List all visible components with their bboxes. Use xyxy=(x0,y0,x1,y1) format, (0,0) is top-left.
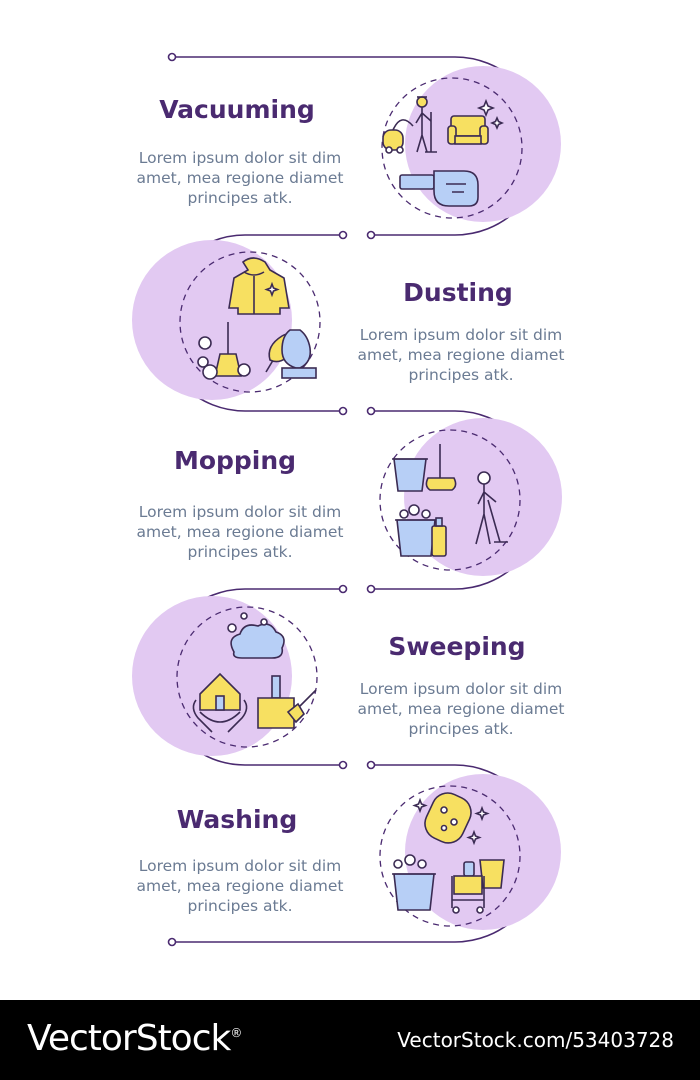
bucket-mop-icon xyxy=(392,444,457,492)
step-title-sweeping: Sweeping xyxy=(388,632,526,661)
brand-name: VectorStock xyxy=(27,1018,231,1059)
watermark-bar: VectorStock® VectorStock.com/53403728 xyxy=(0,1000,700,1080)
sparkling-armchair-icon xyxy=(447,98,505,145)
description-line: Lorem ipsum dolor sit dim xyxy=(138,503,342,521)
person-mopping-icon xyxy=(475,471,508,545)
description-line: Lorem ipsum dolor sit dim xyxy=(359,680,563,698)
sparkling-jacket-icon xyxy=(228,257,290,315)
soapy-bucket-icon xyxy=(392,854,436,911)
soapy-bucket-icon xyxy=(395,504,447,557)
brand-trademark: ® xyxy=(230,1026,242,1040)
handheld-vacuum-icon xyxy=(399,170,479,207)
step-title-washing: Washing xyxy=(176,805,298,834)
step-description-washing: Lorem ipsum dolor sit dim amet, mea regi… xyxy=(120,856,360,916)
vacuum-cleaner-icon xyxy=(382,119,414,154)
step-description-sweeping: Lorem ipsum dolor sit dim amet, mea regi… xyxy=(341,679,581,739)
dustpan-brush-icon xyxy=(257,675,317,729)
dust-cloud-icon xyxy=(227,612,285,659)
description-line: amet, mea regione diamet xyxy=(357,700,565,718)
step-4-illustration xyxy=(132,596,318,756)
broom-dust-icon xyxy=(197,322,251,380)
step-description-vacuuming: Lorem ipsum dolor sit dim amet, mea regi… xyxy=(120,148,360,208)
brand-logo: VectorStock® xyxy=(27,1018,242,1059)
sparkling-sponge-icon xyxy=(412,792,490,846)
step-description-dusting: Lorem ipsum dolor sit dim amet, mea regi… xyxy=(341,325,581,385)
description-line: Lorem ipsum dolor sit dim xyxy=(138,857,342,875)
description-line: Lorem ipsum dolor sit dim xyxy=(138,149,342,167)
description-line: principes atk. xyxy=(187,543,293,561)
step-2-illustration xyxy=(132,240,321,400)
description-line: amet, mea regione diamet xyxy=(136,523,344,541)
step-title-mopping: Mopping xyxy=(173,446,297,475)
description-line: principes atk. xyxy=(408,366,514,384)
description-line: amet, mea regione diamet xyxy=(357,346,565,364)
cleaning-cart-icon xyxy=(451,859,505,914)
description-line: principes atk. xyxy=(187,897,293,915)
description-line: principes atk. xyxy=(187,189,293,207)
step-1-illustration xyxy=(381,66,561,222)
description-line: principes atk. xyxy=(408,720,514,738)
step-5-illustration xyxy=(379,774,561,930)
step-title-vacuuming: Vacuuming xyxy=(159,95,315,124)
description-line: amet, mea regione diamet xyxy=(136,877,344,895)
connector-dots xyxy=(167,52,376,947)
process-diagram xyxy=(132,52,562,947)
description-line: amet, mea regione diamet xyxy=(136,169,344,187)
step-3-illustration xyxy=(379,418,562,576)
description-line: Lorem ipsum dolor sit dim xyxy=(359,326,563,344)
cleaner-person-icon xyxy=(415,96,437,153)
image-id: VectorStock.com/53403728 xyxy=(397,1028,674,1052)
step-title-dusting: Dusting xyxy=(403,278,513,307)
step-description-mopping: Lorem ipsum dolor sit dim amet, mea regi… xyxy=(120,502,360,562)
house-in-hands-icon xyxy=(192,672,248,733)
feather-duster-vase-icon xyxy=(265,329,317,379)
